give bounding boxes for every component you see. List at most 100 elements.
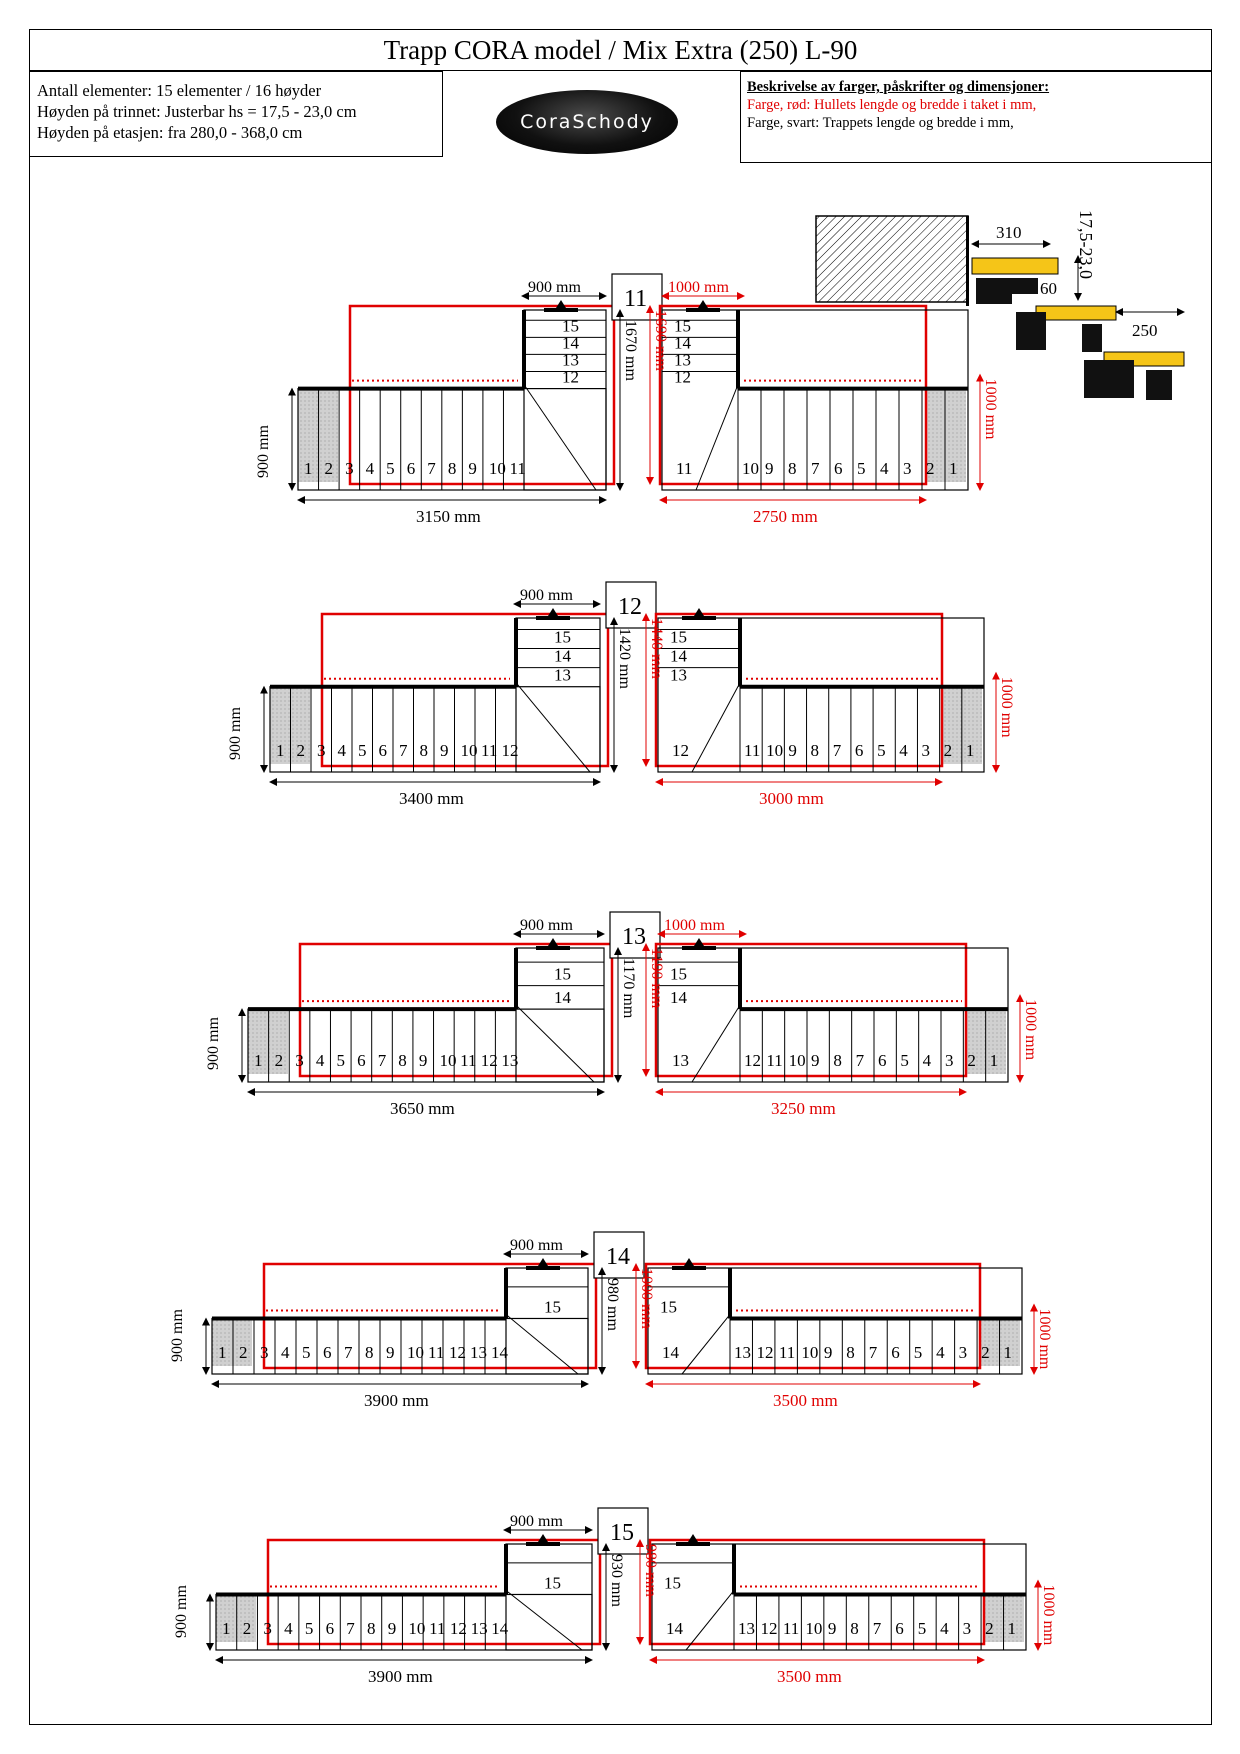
step-number: 4 (281, 1343, 290, 1362)
dim-hole-side-label: 1000 mm (1040, 1584, 1057, 1645)
step-number: 2 (981, 1343, 990, 1362)
arrow-up-icon (694, 938, 704, 946)
hole-outline (266, 1538, 602, 1646)
step-number: 2 (926, 459, 935, 478)
stair-outline (651, 1543, 1027, 1651)
step-number: 8 (850, 1619, 859, 1638)
step-number: 8 (398, 1051, 407, 1070)
variant-number: 14 (606, 1244, 630, 1270)
dim-landing-label: 900 mm (510, 1237, 563, 1254)
step-number: 4 (316, 1051, 325, 1070)
top-mark (676, 1542, 710, 1546)
step-number: 10 (805, 1619, 822, 1638)
step-number: 6 (891, 1343, 900, 1362)
step-number: 13 (501, 1051, 518, 1070)
step-number: 4 (940, 1619, 949, 1638)
dim-hole-length-label: 3500 mm (777, 1667, 842, 1686)
step-number: 8 (811, 741, 820, 760)
winder-line (695, 384, 739, 491)
step-number: 13 (471, 1619, 488, 1638)
winder-line (685, 1590, 735, 1651)
dim-hole-width-label: 1000 mm (668, 279, 729, 296)
top-mark (672, 1266, 706, 1270)
turn-outline (515, 617, 601, 773)
winder-line (681, 1314, 731, 1375)
turn-number: 14 (554, 647, 572, 666)
step-number: 10 (789, 1051, 806, 1070)
step-number: 9 (824, 1343, 833, 1362)
step-number: 14 (491, 1343, 509, 1362)
step-number: 4 (366, 459, 375, 478)
step-number: 2 (275, 1051, 284, 1070)
step-number: 11 (779, 1343, 795, 1362)
dim-height-label: 1170 mm (620, 958, 637, 1019)
step-number: 11 (783, 1619, 799, 1638)
dim-hole-side-label: 1000 mm (998, 677, 1015, 738)
step-number: 8 (420, 741, 429, 760)
step-number: 2 (967, 1051, 976, 1070)
step-number: 14 (666, 1619, 684, 1638)
step-number: 4 (880, 459, 889, 478)
step-number: 12 (449, 1343, 466, 1362)
turn-number: 15 (664, 1573, 681, 1592)
stair-outline (215, 1593, 593, 1651)
step-number: 5 (914, 1343, 923, 1362)
info-box: Antall elementer: 15 elementer / 16 høyd… (29, 71, 443, 157)
step-number: 4 (284, 1619, 293, 1638)
step-number: 11 (744, 741, 760, 760)
step-number: 8 (365, 1343, 374, 1362)
step-number: 1 (304, 459, 313, 478)
step-number: 7 (346, 1619, 355, 1638)
dim-landing-label: 900 mm (528, 279, 581, 296)
arrow-up-icon (538, 1534, 548, 1542)
step-number: 7 (856, 1051, 865, 1070)
turn-outline (515, 947, 605, 1083)
wall-block (298, 390, 338, 482)
stair-outline (647, 1267, 1023, 1375)
turn-number: 14 (554, 988, 572, 1007)
step-number: 2 (297, 741, 306, 760)
stair-outline (657, 617, 985, 773)
winder-line (515, 682, 591, 773)
hole-outline (648, 1538, 986, 1646)
variant-number: 11 (624, 286, 647, 312)
step-number: 2 (243, 1619, 252, 1638)
dim-hole-height-label: 1440 mm (648, 618, 665, 679)
step-number: 3 (317, 741, 326, 760)
step-number: 9 (765, 459, 774, 478)
step-number: 4 (936, 1343, 945, 1362)
step-number: 9 (468, 459, 477, 478)
turn-number: 15 (674, 316, 691, 335)
step-number: 1 (990, 1051, 999, 1070)
step-number: 3 (263, 1619, 272, 1638)
tread-detail: 310 60 250 17,5-23,0 (815, 210, 1185, 400)
coraschody-logo: CoraSchody (496, 90, 678, 154)
dim-hole-side-label: 1000 mm (982, 379, 999, 440)
step-number: 9 (788, 741, 797, 760)
winder-line (691, 682, 741, 773)
dim-hole-height-label: 1000 mm (638, 1268, 655, 1329)
step-number: 11 (460, 1051, 476, 1070)
step-number: 12 (744, 1051, 761, 1070)
dim-side-label: 900 mm (173, 1585, 190, 1638)
dim-height-label: 980 mm (604, 1278, 621, 1331)
step-number: 10 (801, 1343, 818, 1362)
turn-number: 14 (670, 988, 688, 1007)
step-number: 8 (833, 1051, 842, 1070)
step-number: 5 (336, 1051, 345, 1070)
step-number: 2 (985, 1619, 994, 1638)
turn-outline (523, 309, 607, 491)
dim-landing-label: 900 mm (520, 587, 573, 604)
stair-outline (247, 1008, 605, 1083)
step-number: 5 (900, 1051, 909, 1070)
step-number: 4 (338, 741, 347, 760)
arrow-up-icon (548, 608, 558, 616)
arrow-up-icon (556, 300, 566, 308)
step-number: 11 (429, 1619, 445, 1638)
arrow-up-icon (688, 1534, 698, 1542)
